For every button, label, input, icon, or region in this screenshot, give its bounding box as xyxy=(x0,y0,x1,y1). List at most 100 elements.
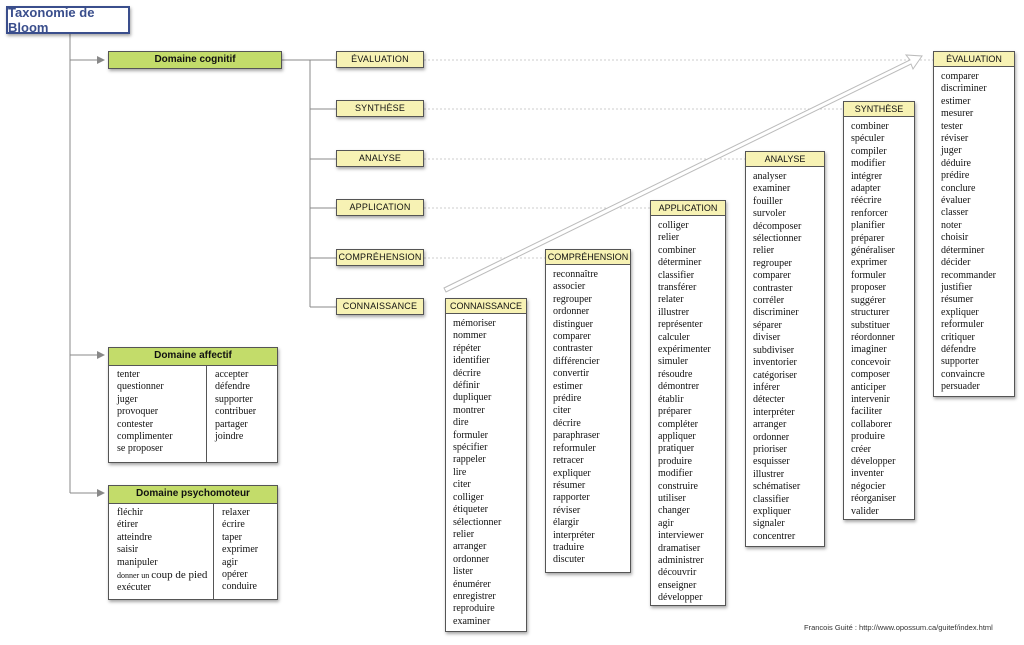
verb: contraster xyxy=(553,343,593,355)
verb: négocier xyxy=(851,480,886,492)
verb: sélectionner xyxy=(453,516,502,528)
verb: simuler xyxy=(658,356,688,368)
verb: fouiller xyxy=(753,195,783,207)
verb: décider xyxy=(941,257,971,269)
verb: élargir xyxy=(553,517,579,529)
verb: produire xyxy=(658,455,692,467)
verb: classifier xyxy=(658,269,695,281)
verb: définir xyxy=(453,380,480,392)
verb: modifier xyxy=(851,158,886,170)
verb: atteindre xyxy=(117,531,152,543)
verb: interpréter xyxy=(753,406,795,418)
verb: décomposer xyxy=(753,220,802,232)
verb: administrer xyxy=(658,554,704,566)
verb: planifier xyxy=(851,220,885,232)
verb: détecter xyxy=(753,394,785,406)
verb: différencier xyxy=(553,355,600,367)
verb: démontrer xyxy=(658,381,700,393)
verb: provoquer xyxy=(117,406,159,418)
verb: résumer xyxy=(553,479,586,491)
verb-column-title: SYNTHÈSE xyxy=(844,102,914,117)
verb: spécifier xyxy=(453,442,488,454)
verb: prédire xyxy=(553,393,582,405)
verb: agir xyxy=(658,517,674,529)
verb: réviser xyxy=(941,133,969,145)
verb: rapporter xyxy=(553,492,590,504)
verb: montrer xyxy=(453,404,485,416)
verb-column-title: APPLICATION xyxy=(651,201,725,216)
verb: reconnaître xyxy=(553,269,598,280)
verb: réordonner xyxy=(851,331,895,343)
verb: exprimer xyxy=(222,544,259,556)
verb: retracer xyxy=(553,455,584,467)
verb: lire xyxy=(453,466,467,478)
verb: combiner xyxy=(851,121,889,132)
verb: séparer xyxy=(753,319,782,331)
verb: illustrer xyxy=(658,306,690,318)
verb: sélectionner xyxy=(753,233,802,245)
verb: identifier xyxy=(453,355,490,367)
verb: réviser xyxy=(553,504,581,516)
domain-cognitif-header: Domaine cognitif xyxy=(108,51,282,69)
verb: pratiquer xyxy=(658,443,695,455)
verb: regrouper xyxy=(553,293,592,305)
verb: créer xyxy=(851,443,871,455)
verb: comparer xyxy=(753,270,791,282)
verb: reformuler xyxy=(941,319,984,331)
verb: substituer xyxy=(851,319,890,331)
verb: enseigner xyxy=(658,579,697,591)
verb: déterminer xyxy=(941,244,985,256)
verb: suggérer xyxy=(851,294,886,306)
verb: formuler xyxy=(453,429,488,441)
verb: analyser xyxy=(753,171,787,182)
verb: appliquer xyxy=(658,430,696,442)
verb: tenter xyxy=(117,369,140,380)
verb: expliquer xyxy=(941,306,979,318)
verb: compiler xyxy=(851,145,887,157)
verb: comparer xyxy=(553,331,591,343)
verb: discriminer xyxy=(941,83,987,95)
verb: juger xyxy=(117,393,138,405)
verb: survoler xyxy=(753,208,786,220)
verb: expliquer xyxy=(753,505,791,517)
verb: reproduire xyxy=(453,603,495,615)
level-comprehension: COMPRÉHENSION xyxy=(336,249,424,266)
verb: distinguer xyxy=(553,318,593,330)
verb: reformuler xyxy=(553,442,596,454)
verb: schématiser xyxy=(753,481,801,493)
verb: supporter xyxy=(215,393,253,405)
verb: examiner xyxy=(753,183,791,195)
verb: ordonner xyxy=(453,553,490,565)
verb: arranger xyxy=(453,541,487,553)
level-application: APPLICATION xyxy=(336,199,424,216)
verb: concentrer xyxy=(753,530,796,542)
verb: étiqueter xyxy=(453,504,488,516)
verb-column-title: ÉVALUATION xyxy=(934,52,1014,67)
verb: taper xyxy=(222,531,242,543)
verb: prédire xyxy=(941,170,970,182)
verb: expliquer xyxy=(553,467,591,479)
verb: diviser xyxy=(753,332,781,344)
verb: anticiper xyxy=(851,381,886,393)
verb: valider xyxy=(851,505,879,517)
verb: établir xyxy=(658,393,684,405)
affectif-col-2: accepter défendre supporter contribuer p… xyxy=(206,366,277,462)
verb: exprimer xyxy=(851,257,888,269)
verb: combiner xyxy=(658,244,696,256)
verb: illustrer xyxy=(753,468,785,480)
verb: découvrir xyxy=(658,567,697,579)
verb: persuader xyxy=(941,381,980,393)
verb: dramatiser xyxy=(658,542,701,554)
verb: enregistrer xyxy=(453,590,496,602)
verb: préparer xyxy=(658,406,692,418)
verb: concevoir xyxy=(851,356,891,368)
verb: citer xyxy=(553,405,571,417)
verb: justifier xyxy=(941,281,973,293)
verb: défendre xyxy=(215,381,250,393)
verb: proposer xyxy=(851,282,886,294)
